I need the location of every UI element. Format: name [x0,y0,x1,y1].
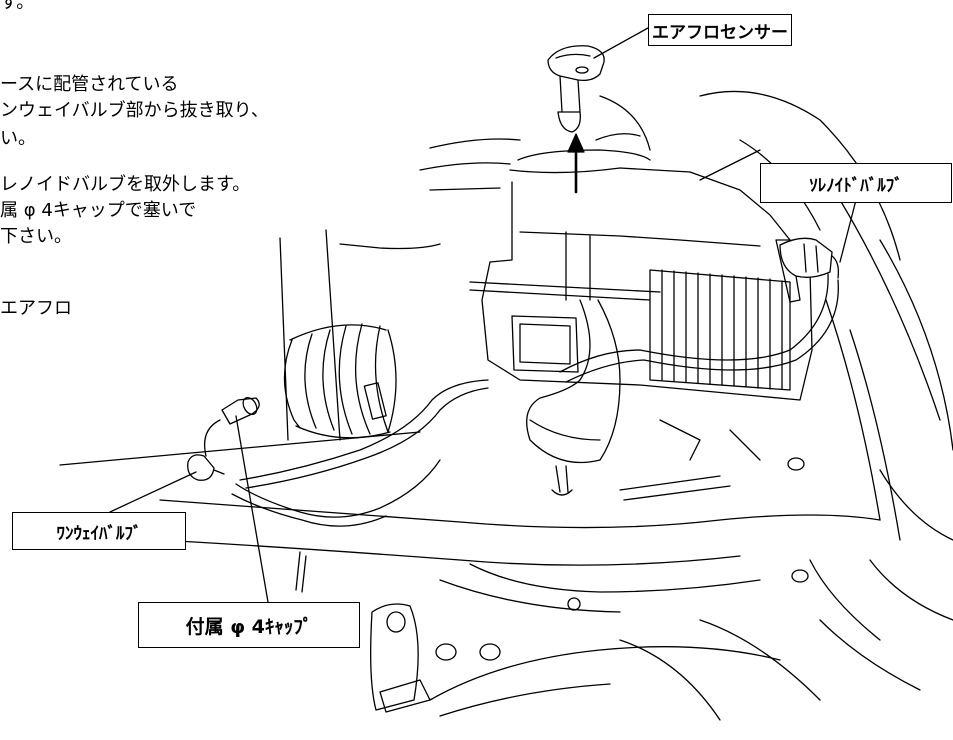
solenoid-valve-part [780,238,838,278]
one-way-valve-part [188,420,224,480]
cap-label: 付属 φ 4ｷｬｯﾌﾟ [138,602,360,648]
instruction-line-8: エアフロ [0,298,72,319]
solenoid-valve-label: ｿﾚﾉｲﾄﾞﾊﾞﾙﾌﾞ [760,163,952,203]
one-way-valve-label: ﾜﾝｳｪｲﾊﾞﾙﾌﾞ [12,512,186,550]
airflow-sensor-label: エアフロセンサー [648,14,792,46]
leader-solenoid-valve [840,200,856,262]
body-frame [60,91,953,720]
cap-part [222,395,260,424]
instruction-line-4: い。 [0,128,36,149]
removal-arrow [568,134,584,192]
instruction-text: す。 ースに配管されている ンウェイバルブ部から抜き取り、 い。 レノイドバルブ… [0,0,320,330]
leader-one-way-valve [110,472,196,512]
intake-boot [284,324,396,438]
instruction-line-5: レノイドバルブを取外します。 [0,174,251,195]
airflow-sensor-part [548,46,604,132]
instruction-line-6: 属 φ 4キャップで塞いで [0,200,197,221]
instruction-line-3: ンウェイバルブ部から抜き取り、 [0,100,269,121]
leader-airflow-sensor [594,28,648,58]
leader-cap [236,416,268,602]
instruction-line-2: ースに配管されている [0,74,179,95]
instruction-line-7: 下さい。 [0,226,72,247]
instruction-line-1: す。 [0,0,35,13]
vacuum-hose [240,380,488,480]
air-cleaner-box [470,150,812,463]
